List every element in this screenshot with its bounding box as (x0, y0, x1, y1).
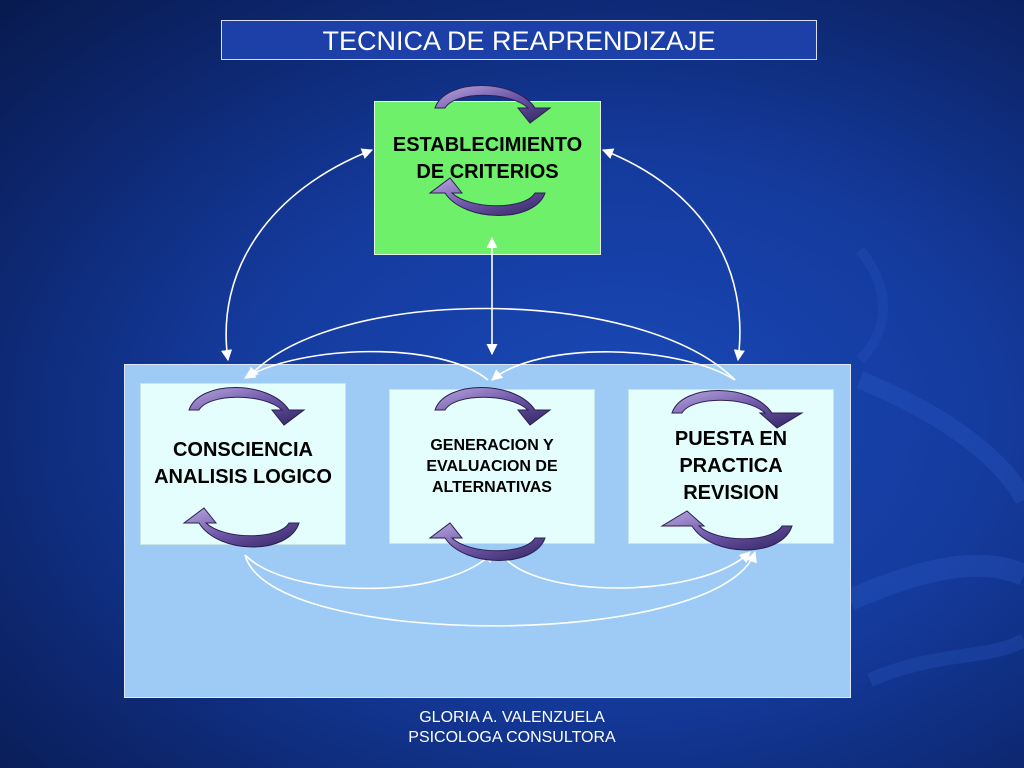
generacion-box: GENERACION Y EVALUACION DE ALTERNATIVAS (389, 389, 595, 544)
conciencia-label-line1: CONSCIENCIA (172, 439, 313, 461)
puesta-label-line1: PUESTA EN (674, 428, 788, 450)
footer-role: PSICOLOGA CONSULTORA (408, 729, 616, 746)
generacion-label-line3: ALTERNATIVAS (431, 479, 552, 496)
criteria-box: ESTABLECIMIENTO DE CRITERIOS (374, 101, 601, 255)
criteria-label-line1: ESTABLECIMIENTO (392, 134, 583, 156)
conciencia-label-line2: ANALISIS LOGICO (154, 466, 332, 488)
puesta-label-line3: REVISION (683, 482, 779, 504)
footer-author: GLORIA A. VALENZUELA (419, 709, 605, 726)
puesta-box: PUESTA EN PRACTICA REVISION (628, 389, 834, 544)
puesta-label-line2: PRACTICA (679, 455, 783, 477)
footer-credit: GLORIA A. VALENZUELA PSICOLOGA CONSULTOR… (362, 708, 662, 748)
criteria-label-line2: DE CRITERIOS (416, 161, 559, 183)
conciencia-box: CONSCIENCIA ANALISIS LOGICO (140, 383, 346, 545)
generacion-label-line1: GENERACION Y (430, 437, 554, 454)
generacion-label-line2: EVALUACION DE (426, 458, 558, 475)
diagram-title: TECNICA DE REAPRENDIZAJE (221, 20, 817, 60)
